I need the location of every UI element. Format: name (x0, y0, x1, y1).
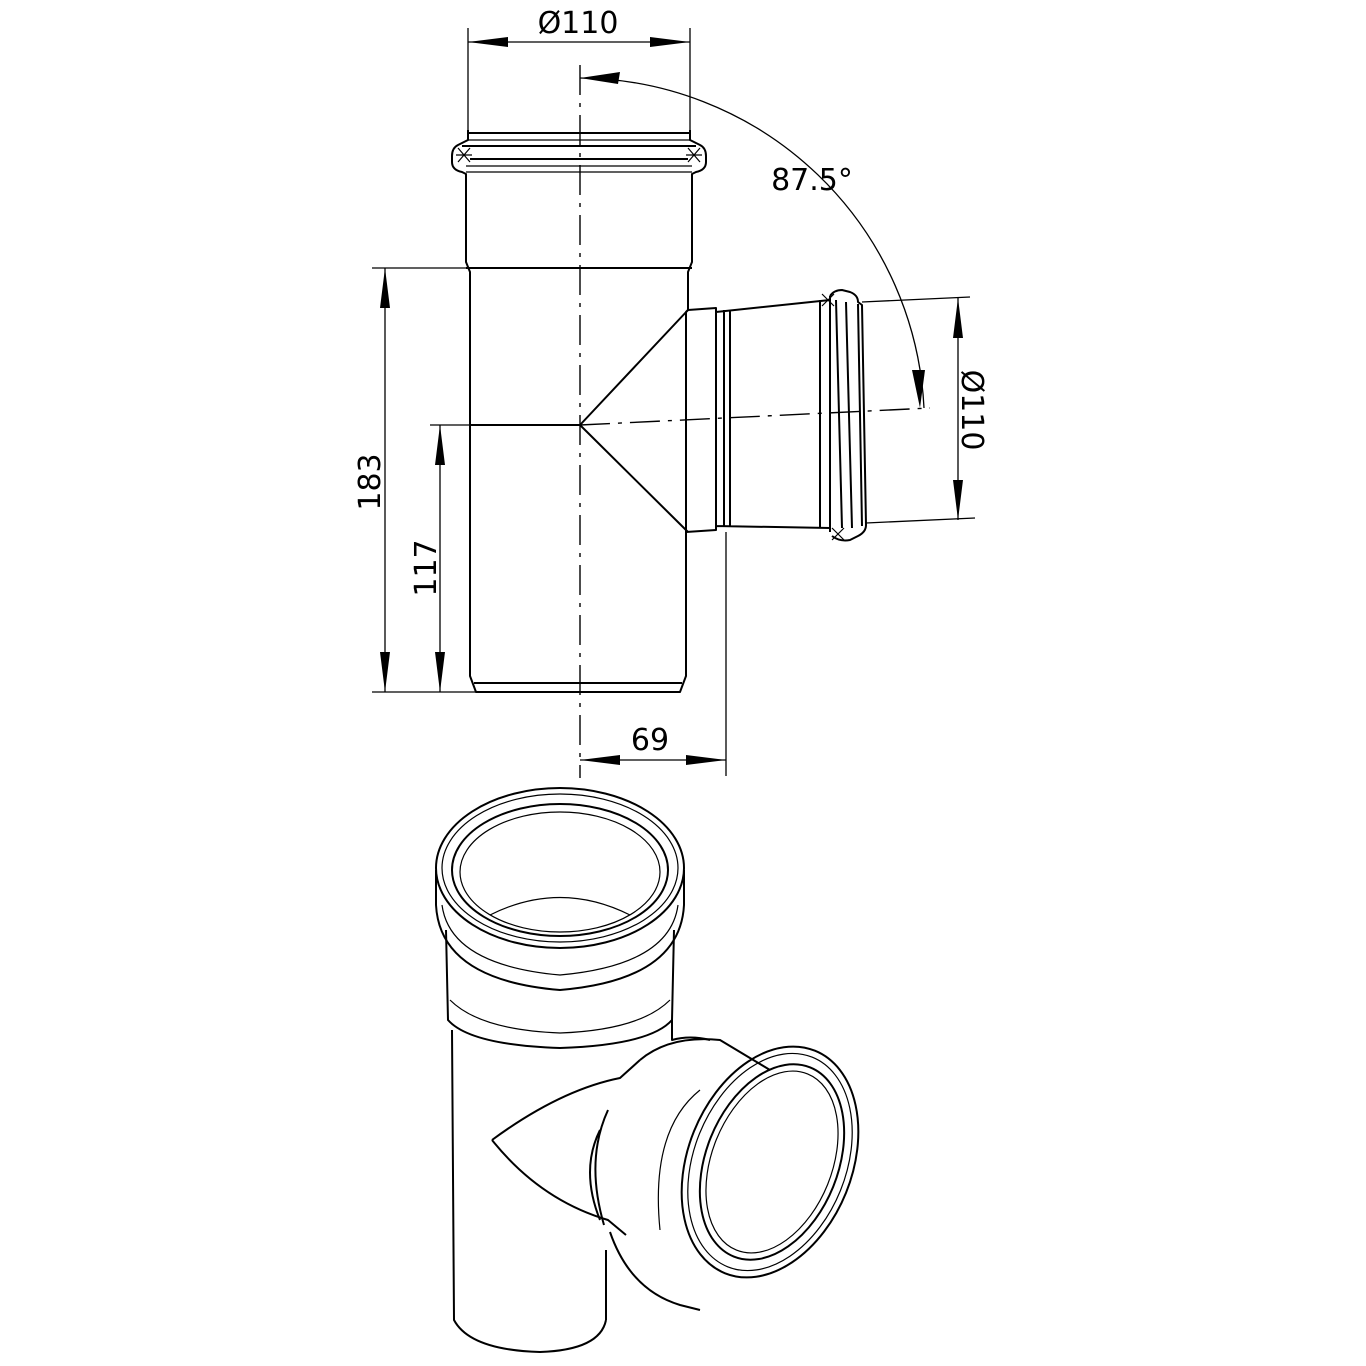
isometric-view (435, 787, 860, 1353)
dimensions: Ø110 87.5° Ø110 183 117 69 (353, 6, 989, 776)
branch-diameter-label: Ø110 (954, 370, 989, 451)
total-height-label: 183 (353, 453, 388, 510)
angle-label: 87.5° (771, 163, 853, 198)
branch-socket (819, 289, 867, 542)
branch-height-label: 117 (409, 539, 444, 596)
branch-pipe (685, 299, 831, 533)
top-socket (451, 130, 707, 693)
side-view (451, 65, 931, 778)
branch-offset-label: 69 (631, 723, 669, 758)
branch-centerline (579, 407, 931, 426)
seal-right (686, 147, 702, 163)
top-diameter-label: Ø110 (538, 6, 619, 41)
seal-left (456, 147, 472, 163)
